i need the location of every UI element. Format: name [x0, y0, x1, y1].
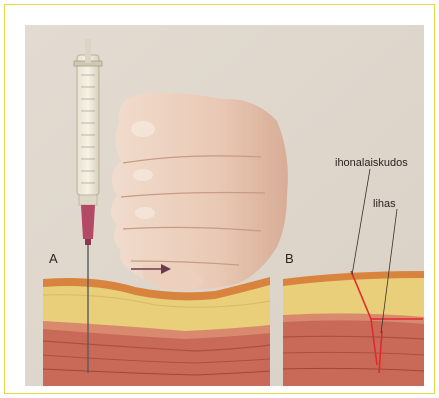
tissue-cross-section-b [283, 271, 424, 386]
panel-label-b: B [285, 251, 294, 266]
label-muscle: lihas [373, 198, 396, 210]
panel-label-a: A [49, 251, 58, 266]
label-subcutaneous-tissue: ihonalaiskudos [335, 157, 408, 169]
tissue-cross-section-a [43, 277, 270, 386]
injection-illustration [25, 25, 424, 386]
hand [111, 93, 288, 291]
image-frame: A B ihonalaiskudos lihas [4, 4, 435, 394]
